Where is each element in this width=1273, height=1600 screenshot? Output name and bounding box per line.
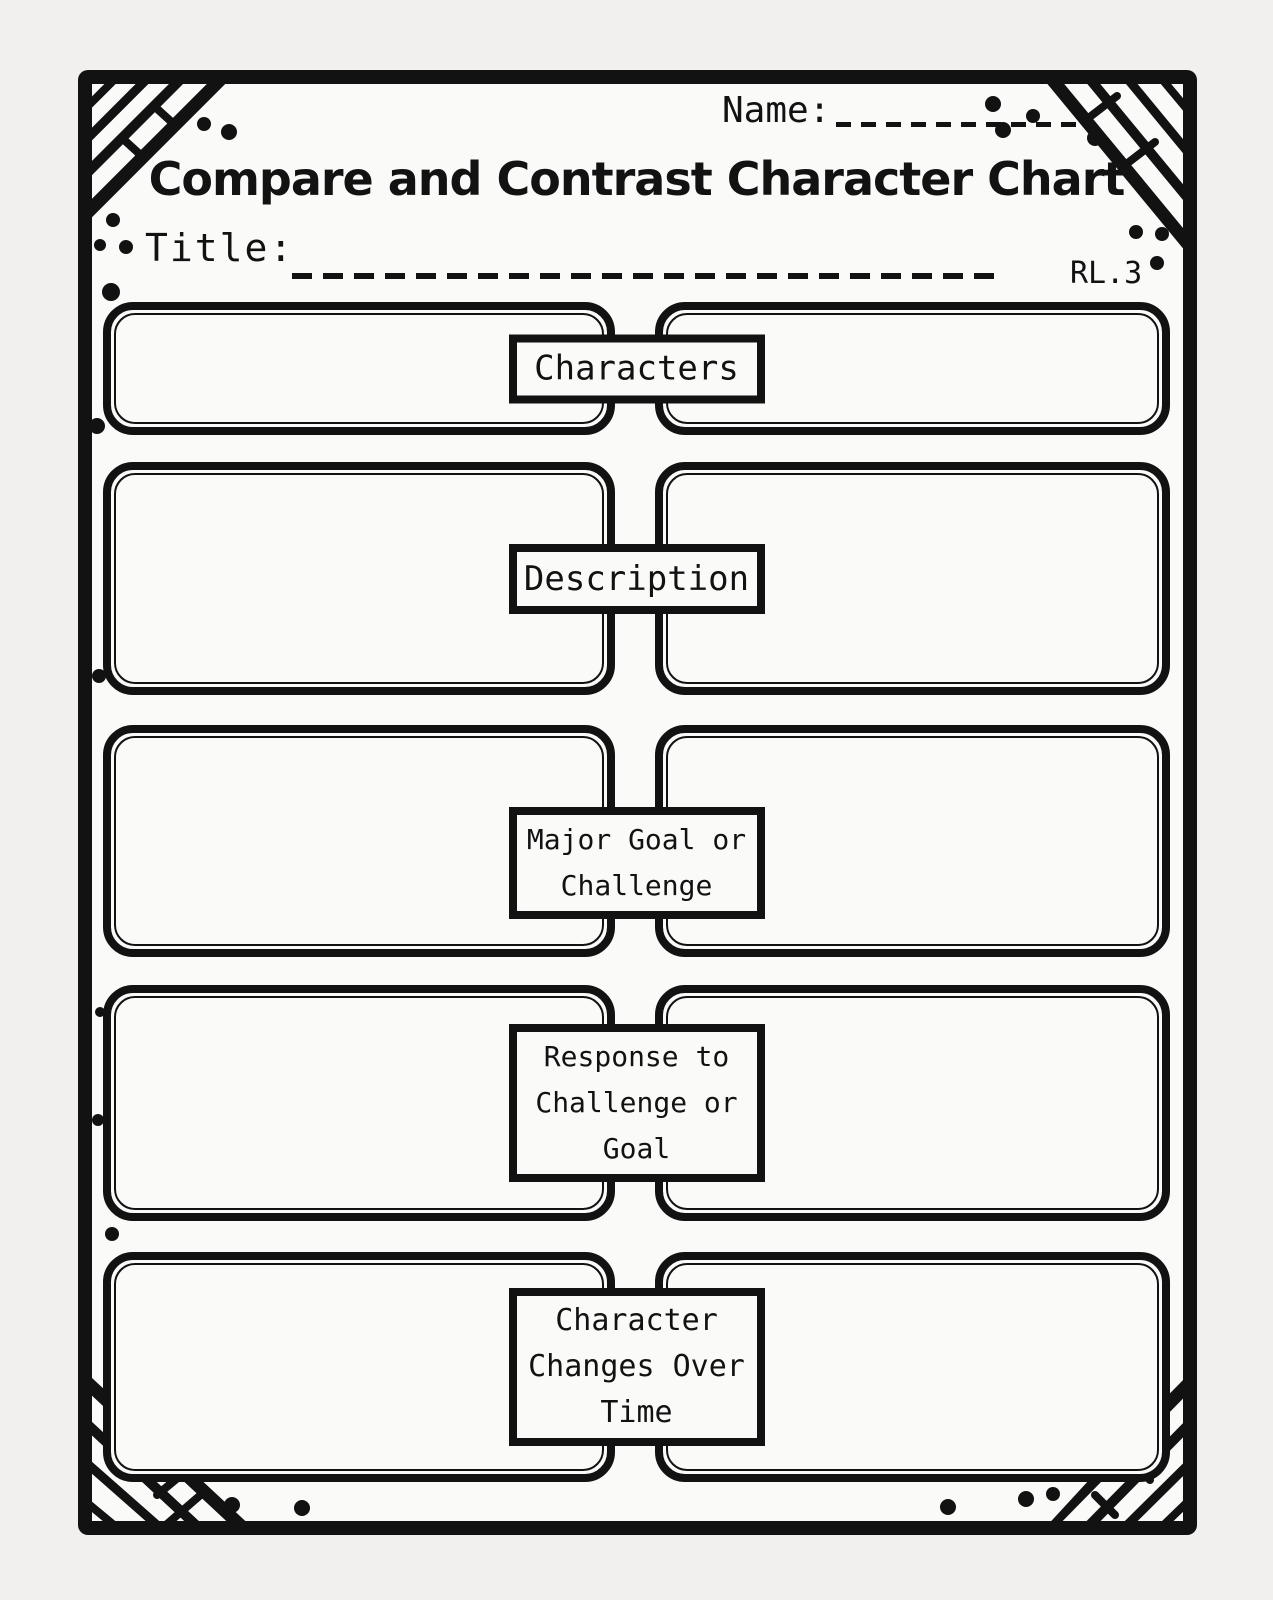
row-label-line: Character [555, 1303, 718, 1338]
decorative-dot [1087, 130, 1103, 146]
decorative-dot [197, 117, 211, 131]
row-label-line: Major Goal or [526, 823, 747, 856]
worksheet-title: Compare and Contrast Character Chart [148, 152, 1126, 206]
book-title-blank-line[interactable] [292, 273, 994, 279]
standard-code: RL.3 [1070, 256, 1143, 291]
chart-row-description: Description [103, 462, 1170, 695]
book-title-label: Title: [145, 226, 295, 270]
decorative-dot [1129, 225, 1143, 239]
decorative-dot [294, 1500, 310, 1516]
decorative-dot [1026, 109, 1040, 123]
decorative-dot [92, 1114, 104, 1126]
decorative-dot [105, 1227, 119, 1241]
chart-row-major-goal: Major Goal or Challenge [103, 725, 1170, 957]
row-label-line: Time [600, 1395, 673, 1430]
decorative-dot [940, 1499, 956, 1515]
decorative-dot [1150, 256, 1164, 270]
row-label-line: Challenge or [535, 1086, 738, 1119]
decorative-dot [198, 1486, 206, 1494]
decorative-dot [1018, 1491, 1034, 1507]
chart-row-characters: Characters [103, 302, 1170, 435]
row-label-description: Description [508, 543, 765, 614]
decorative-dot [995, 122, 1011, 138]
decorative-dot [102, 283, 120, 301]
decorative-dot [1046, 1487, 1060, 1501]
name-blank-line[interactable] [836, 122, 1092, 127]
row-label-characters: Characters [508, 334, 765, 403]
corner-hatch-top-left [82, 74, 241, 233]
decorative-dot [92, 669, 106, 683]
row-label-response: Response to Challenge or Goal [508, 1024, 765, 1182]
row-label-line: Changes Over [528, 1349, 745, 1384]
name-label: Name: [722, 90, 831, 131]
row-label-line: Description [523, 558, 750, 599]
decorative-dot [94, 239, 106, 251]
decorative-dot [1155, 227, 1169, 241]
decorative-dot [119, 240, 133, 254]
row-label-major-goal: Major Goal or Challenge [508, 807, 765, 919]
decorative-dot [224, 1497, 240, 1513]
row-label-line: Goal [602, 1132, 671, 1165]
decorative-dot [221, 124, 237, 140]
corner-hatch-top-right [1035, 74, 1193, 266]
row-label-line: Challenge [560, 869, 713, 902]
row-label-line: Response to [543, 1040, 730, 1073]
chart-row-response: Response to Challenge or Goal [103, 985, 1170, 1221]
decorative-dot [89, 418, 105, 434]
row-label-line: Characters [534, 348, 739, 389]
decorative-dot [106, 213, 120, 227]
decorative-dot [985, 96, 1001, 112]
decorative-dot [95, 1007, 105, 1017]
